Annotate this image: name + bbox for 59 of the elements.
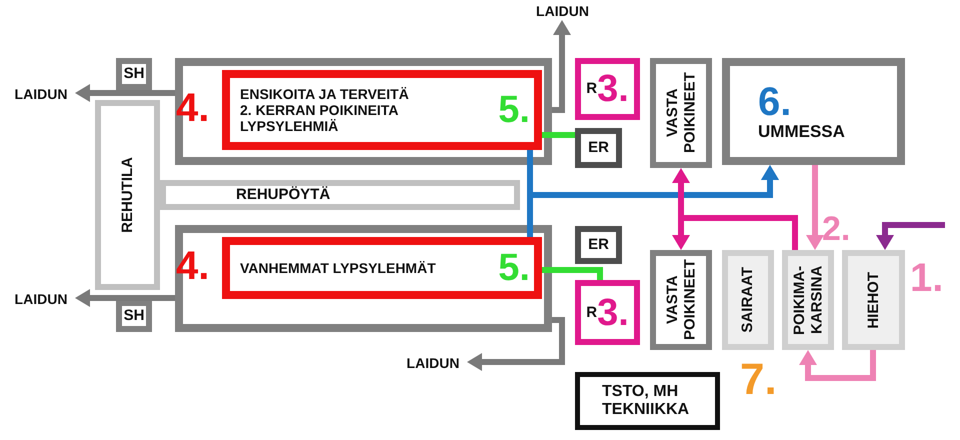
number-label: 3. (597, 70, 629, 108)
room-box (575, 226, 622, 264)
room-label: SAIRAAT (739, 267, 757, 333)
room-label: POIKIMA- KARSINA (790, 264, 826, 337)
room-label: ER (588, 236, 609, 254)
connector-line (542, 267, 603, 280)
room-box (575, 280, 640, 345)
room-box (575, 128, 622, 168)
room-box (575, 58, 640, 120)
pen-box (782, 250, 834, 350)
feed-alley (160, 180, 520, 210)
room-label: VASTA POIKINEET (664, 71, 698, 156)
room-box (95, 100, 160, 290)
pen-box (650, 58, 712, 168)
room-label: ER (588, 139, 609, 157)
room-label: UMMESSA (758, 122, 845, 142)
destination-label: LAIDUN (400, 354, 466, 372)
pen-box (722, 58, 905, 165)
number-label: 6. (758, 82, 792, 122)
room-label: HIEHOT (864, 272, 882, 328)
room-label: TSTO, MH TEKNIIKKA (602, 382, 690, 420)
group-box (222, 70, 542, 150)
pen-box (650, 250, 712, 350)
room-label: R (586, 80, 598, 98)
room-box (575, 372, 720, 430)
room-label: REHUPÖYTÄ (236, 186, 330, 204)
room-label: R (586, 304, 598, 322)
room-label: VANHEMMAT LYPSYLEHMÄT (240, 260, 436, 276)
destination-label: LAIDUN (531, 2, 594, 20)
destination-label: LAIDUN (8, 290, 74, 308)
group-box (222, 237, 542, 299)
number-label: 3. (597, 294, 629, 332)
room-label: REHUTILA (118, 157, 136, 233)
connector-line (542, 132, 575, 138)
pen-box (722, 250, 774, 350)
room-box (116, 58, 152, 90)
arrow (876, 222, 945, 250)
number-label: 5. (498, 249, 530, 287)
arrow (527, 165, 779, 237)
arrow (806, 165, 824, 250)
number-label: 4. (176, 246, 210, 286)
number-label: 1. (910, 258, 944, 298)
arrow (552, 20, 571, 113)
room-label: ENSIKOITA JA TERVEITÄ 2. KERRAN POIKINEITA LYPSYLEHMIÄ (240, 86, 410, 134)
arrow (75, 84, 175, 102)
arrow (75, 289, 175, 307)
number-label: 5. (498, 91, 530, 129)
number-label: 4. (176, 88, 210, 128)
pen-outline (175, 225, 552, 332)
pen-outline (175, 58, 552, 165)
number-label: 7. (740, 358, 777, 402)
destination-label: LAIDUN (8, 85, 74, 103)
room-label: SH (124, 307, 144, 325)
room-box (116, 300, 152, 332)
arrow (467, 317, 565, 371)
room-label: VASTA POIKINEET (664, 258, 698, 342)
pen-box (842, 250, 905, 350)
room-label: SH (124, 65, 144, 83)
number-label: 2. (822, 212, 850, 246)
